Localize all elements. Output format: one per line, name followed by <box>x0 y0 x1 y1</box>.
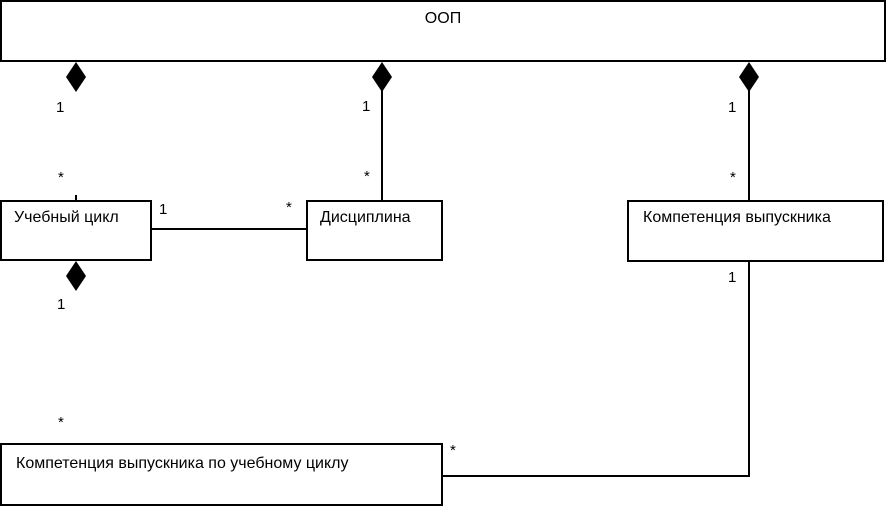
connector-kompetencia-po-ciklu-horizontal <box>443 475 749 477</box>
composition-diamond-icon-uchebny-cikl-kompetencia-po-ciklu <box>66 261 86 291</box>
class-label-oop: ООП <box>424 10 462 27</box>
composition-diamond-icon-oop-uchebny-cikl <box>66 62 86 92</box>
multiplicity-oop-uchebny-cikl-many: * <box>58 169 64 186</box>
multiplicity-uchebny-disciplina-one: 1 <box>159 201 168 218</box>
class-box-kompetencia-po-ciklu: Компетенция выпускника по учебному циклу <box>0 443 443 506</box>
multiplicity-kompetencia-po-ciklu-many: * <box>450 442 456 459</box>
connector-uchebny-cikl-disciplina <box>152 228 306 230</box>
connector-kompetencia-vypusknika-down <box>748 261 750 477</box>
class-label-uchebny-cikl: Учебный цикл <box>14 209 119 226</box>
class-label-kompetencia-po-ciklu: Компетенция выпускника по учебному циклу <box>16 455 349 472</box>
multiplicity-oop-kompetencia-one: 1 <box>728 99 737 116</box>
multiplicity-oop-disciplina-one: 1 <box>362 98 371 115</box>
class-box-oop: ООП <box>0 0 886 62</box>
connector-oop-uchebny-cikl-stub <box>75 195 77 200</box>
multiplicity-oop-disciplina-many: * <box>364 168 370 185</box>
multiplicity-oop-kompetencia-many: * <box>730 169 736 186</box>
class-label-kompetencia-vypusknika: Компетенция выпускника <box>643 209 831 226</box>
class-label-disciplina: Дисциплина <box>320 209 411 226</box>
class-box-disciplina: Дисциплина <box>306 200 443 261</box>
multiplicity-kompetencia-po-ciklu-one: 1 <box>728 269 737 286</box>
composition-diamond-icon-oop-kompetencia-vypusknika <box>739 62 759 92</box>
connector-oop-disciplina <box>381 88 383 200</box>
multiplicity-uchebny-disciplina-many: * <box>286 199 292 216</box>
class-box-kompetencia-vypusknika: Компетенция выпускника <box>627 200 884 262</box>
composition-diamond-icon-oop-disciplina <box>372 62 392 92</box>
multiplicity-uchebny-kompetencia-po-ciklu-many: * <box>58 414 64 431</box>
multiplicity-oop-uchebny-cikl-one: 1 <box>56 99 65 116</box>
connector-oop-kompetencia-vypusknika <box>748 88 750 200</box>
class-box-uchebny-cikl: Учебный цикл <box>0 200 152 261</box>
multiplicity-uchebny-kompetencia-po-ciklu-one: 1 <box>57 296 66 313</box>
